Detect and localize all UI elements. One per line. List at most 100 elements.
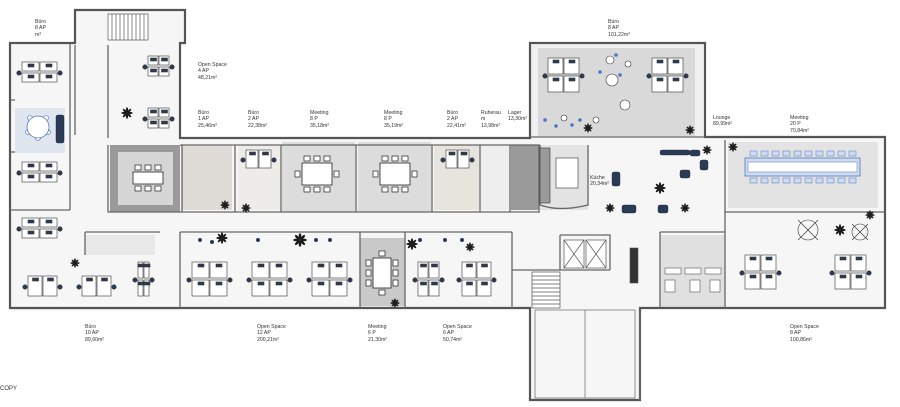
meeting-chair: [303, 155, 311, 162]
plant-icon: [241, 203, 251, 213]
plant-leaf: [127, 113, 132, 118]
meeting-table-8p-b: [379, 162, 411, 186]
desk: [137, 261, 144, 279]
monitor: [552, 59, 560, 64]
monitor: [45, 174, 53, 179]
plant-leaf: [681, 204, 685, 208]
monitor: [568, 59, 576, 64]
sofa: [621, 204, 637, 214]
plant-leaf: [835, 230, 840, 235]
plant-leaf: [866, 215, 870, 219]
plant-leaf: [407, 244, 412, 249]
meeting-chair: [804, 150, 813, 157]
monitor: [257, 263, 265, 268]
lounge-table: [851, 223, 869, 241]
meeting-chair: [365, 269, 372, 277]
desk: [329, 261, 348, 279]
chair: [543, 118, 547, 122]
plant-leaf: [690, 126, 694, 130]
plant-leaf: [610, 208, 614, 212]
chair: [227, 277, 233, 283]
plant-leaf: [217, 238, 222, 243]
desk-cluster: [16, 217, 63, 239]
monitor: [150, 57, 157, 62]
meeting-chair: [760, 150, 769, 157]
plant-icon: [121, 107, 133, 119]
meeting-chair: [782, 177, 791, 184]
chair: [256, 238, 260, 242]
plant-leaf: [391, 303, 395, 307]
plant-leaf: [870, 215, 874, 219]
plant-icon: [865, 210, 875, 220]
desk: [311, 261, 330, 279]
meeting-chair: [333, 170, 340, 178]
desk: [209, 279, 228, 297]
chair: [776, 270, 782, 276]
plant-leaf: [703, 146, 707, 150]
round-table: [592, 116, 600, 124]
monitor: [161, 109, 168, 114]
sofa: [699, 159, 709, 171]
plant-leaf: [840, 230, 845, 235]
plant-leaf: [122, 113, 127, 118]
chair: [614, 53, 618, 57]
monitor: [45, 74, 53, 79]
monitor: [481, 281, 488, 286]
monitor: [86, 277, 93, 282]
inner-walls: [10, 43, 885, 308]
chair: [16, 170, 22, 176]
monitor: [855, 256, 863, 261]
chair: [542, 73, 548, 79]
desk-cluster: [186, 261, 233, 297]
monitor: [45, 230, 53, 235]
stairs-top: [107, 13, 149, 41]
meeting-chair: [401, 155, 409, 162]
monitor: [215, 263, 223, 268]
plant-leaf: [294, 234, 300, 240]
conference-table: [132, 171, 164, 185]
sofa: [689, 149, 701, 157]
plant-leaf: [655, 183, 660, 188]
plant-leaf: [246, 204, 250, 208]
monitor: [317, 263, 325, 268]
meeting-chair: [411, 170, 418, 178]
chair: [57, 70, 63, 76]
chair: [554, 124, 558, 128]
chair: [246, 277, 252, 283]
monitor: [466, 281, 473, 286]
meeting-chair: [303, 186, 311, 193]
monitor: [335, 263, 343, 268]
meeting-chair: [154, 164, 162, 171]
plant-leaf: [222, 238, 227, 243]
room-fill-buero-1ap: [182, 145, 232, 210]
desk-clusters: [16, 55, 872, 297]
plant-leaf: [246, 208, 250, 212]
meeting-chair: [365, 279, 372, 287]
desk: [191, 261, 210, 279]
monitor: [197, 263, 205, 268]
plant-leaf: [584, 128, 588, 132]
stairs-bottom: [531, 239, 607, 309]
desk-cluster: [739, 254, 782, 290]
monitor: [161, 68, 168, 73]
plant-leaf: [707, 150, 711, 154]
monitor: [672, 59, 680, 64]
monitor: [215, 281, 223, 286]
monitor: [150, 109, 157, 114]
meeting-chair: [826, 150, 835, 157]
plant-leaf: [395, 299, 399, 303]
plant-leaf: [870, 211, 874, 215]
monitor: [32, 277, 39, 282]
plant-leaf: [71, 263, 75, 267]
round-table: [605, 55, 615, 65]
plant-leaf: [840, 225, 845, 230]
